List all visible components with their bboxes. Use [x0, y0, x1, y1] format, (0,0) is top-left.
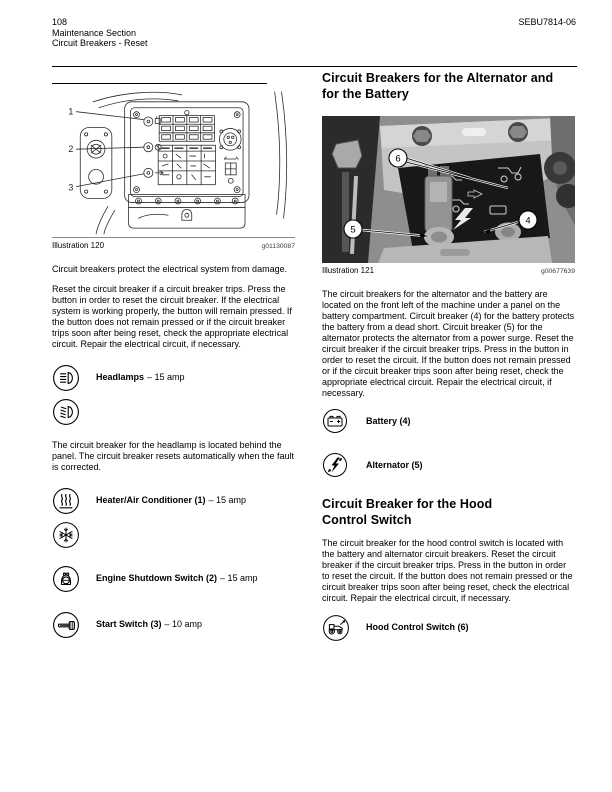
heading-hood-control-breaker: Circuit Breaker for the Hood Control Swi…: [322, 497, 493, 527]
right-column: Circuit Breakers for the Alternator and …: [322, 70, 575, 642]
engine-shutdown-amp: – 15 amp: [220, 573, 258, 583]
heading-alternator-battery-breakers: Circuit Breakers for the Alternator and …: [322, 71, 554, 101]
headlamp-low-beam-icon: [53, 399, 79, 425]
column-continuation-rule: [52, 83, 267, 84]
paragraph-breakers-protect: Circuit breakers protect the electrical …: [52, 264, 288, 274]
callout-5: 5: [350, 225, 355, 236]
illustration-121-ref: g00677639: [540, 268, 575, 275]
entry-battery: Battery (4): [322, 408, 575, 434]
heater-ac-label: Heater/Air Conditioner (1): [96, 495, 206, 505]
callout-3: 3: [68, 183, 73, 193]
illustration-120-label: Illustration 120: [52, 241, 105, 250]
document-code: SEBU7814-06: [518, 17, 576, 27]
alternator-label: Alternator (5): [366, 460, 423, 470]
paragraph-alternator-battery-breakers: The circuit breakers for the alternator …: [322, 289, 575, 398]
headlamp-high-beam-icon: [53, 365, 79, 391]
page-header: 108 Maintenance Section Circuit Breakers…: [52, 17, 148, 49]
left-column: 1 2 3 Illustration 120 g01130087 Circuit…: [52, 83, 295, 639]
header-rule: [52, 66, 577, 67]
section-title: Maintenance Section: [52, 27, 137, 38]
start-switch-amp: – 10 amp: [164, 619, 203, 629]
callout-2: 2: [68, 144, 73, 154]
illustration-121-caption: Illustration 121 g00677639: [322, 266, 575, 275]
engine-shutdown-label: Engine Shutdown Switch (2): [96, 573, 217, 583]
illustration-120-caption: Illustration 120 g01130087: [52, 241, 295, 250]
illustration-121-label: Illustration 121: [322, 266, 375, 275]
page-number: 108: [52, 17, 68, 27]
entry-heater-air-conditioner: Heater/Air Conditioner (1)– 15 amp: [52, 487, 295, 549]
callout-4: 4: [525, 216, 530, 227]
air-conditioner-snowflake-icon: [53, 522, 79, 548]
illustration-121-breaker-panel-photo: 6 5 4: [322, 116, 575, 263]
headlamps-amp: – 15 amp: [147, 372, 185, 382]
illustration-120-fuse-panel-drawing: 1 2 3: [68, 91, 288, 235]
heater-ac-amp: – 15 amp: [208, 495, 247, 505]
section-subtitle: Circuit Breakers - Reset: [52, 38, 148, 48]
paragraph-hood-control-breaker: The circuit breaker for the hood control…: [322, 538, 573, 604]
engine-shutdown-icon: [53, 566, 79, 592]
callout-6: 6: [395, 154, 400, 165]
callout-1: 1: [68, 107, 73, 117]
alternator-icon: [323, 453, 347, 477]
battery-label: Battery (4): [366, 416, 411, 426]
start-switch-key-icon: [53, 612, 79, 638]
heater-icon: [53, 488, 79, 514]
entry-engine-shutdown-switch: Engine Shutdown Switch (2)– 15 amp: [52, 565, 295, 593]
illustration-120-divider: [52, 237, 295, 238]
illustration-120-ref: g01130087: [261, 243, 295, 250]
hood-control-label: Hood Control Switch (6): [366, 622, 469, 633]
start-switch-label: Start Switch (3): [96, 619, 162, 629]
entry-alternator: Alternator (5): [322, 452, 575, 478]
entry-start-switch: Start Switch (3)– 10 amp: [52, 611, 295, 639]
paragraph-headlamp-breaker-location: The circuit breaker for the headlamp is …: [52, 440, 294, 472]
headlamps-label: Headlamps: [96, 372, 145, 382]
paragraph-reset-procedure: Reset the circuit breaker if a circuit b…: [52, 284, 292, 349]
entry-headlamps: Headlamps– 15 amp: [52, 364, 295, 426]
hood-control-switch-icon: [323, 615, 349, 642]
battery-icon: [323, 409, 347, 433]
entry-hood-control-switch: Hood Control Switch (6): [322, 614, 575, 642]
